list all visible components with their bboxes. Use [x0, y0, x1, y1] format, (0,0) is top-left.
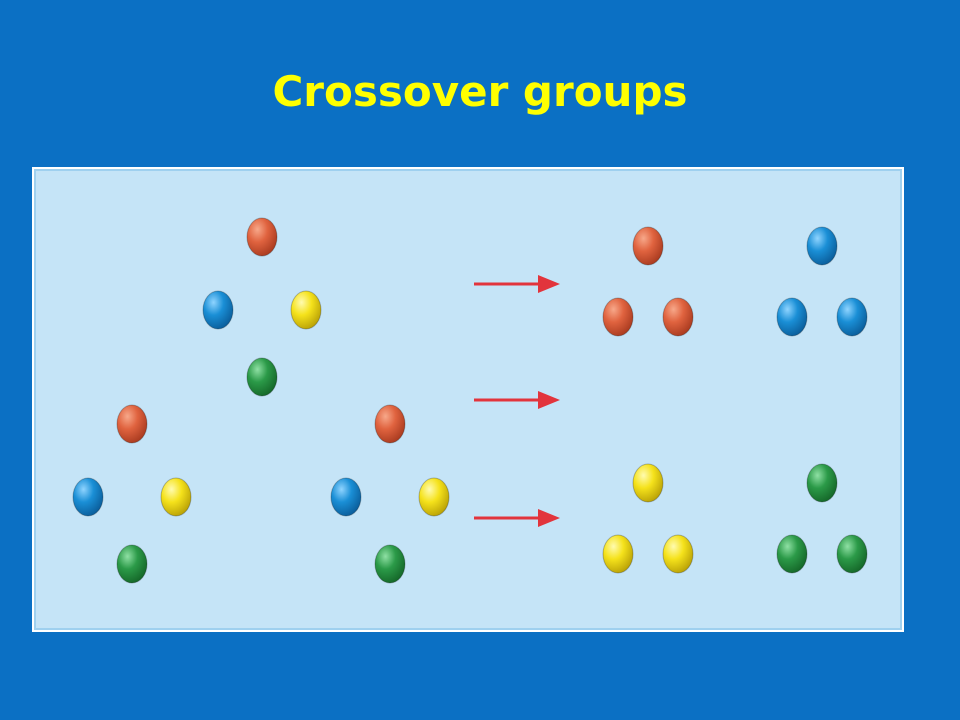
ball-yellow-result-all-yellow — [662, 534, 694, 574]
balls-layer — [72, 217, 868, 584]
slide-title: Crossover groups — [272, 67, 688, 116]
ball-green-result-all-green — [836, 534, 868, 574]
ball-green-source-bottom-right — [374, 544, 406, 584]
ball-blue-result-all-blue — [776, 297, 808, 337]
ball-yellow-source-bottom-left — [160, 477, 192, 517]
ball-green-source-top — [246, 357, 278, 397]
arrow-2 — [474, 391, 560, 409]
ball-blue-result-all-blue — [806, 226, 838, 266]
arrow-1 — [474, 275, 560, 293]
ball-green-source-bottom-left — [116, 544, 148, 584]
ball-yellow-result-all-yellow — [602, 534, 634, 574]
ball-red-source-bottom-left — [116, 404, 148, 444]
ball-yellow-source-bottom-right — [418, 477, 450, 517]
ball-red-source-bottom-right — [374, 404, 406, 444]
ball-blue-source-top — [202, 290, 234, 330]
ball-yellow-result-all-yellow — [632, 463, 664, 503]
ball-red-result-all-red — [602, 297, 634, 337]
arrows-layer — [474, 275, 560, 527]
diagram-panel — [32, 167, 904, 632]
ball-yellow-source-top — [290, 290, 322, 330]
ball-green-result-all-green — [806, 463, 838, 503]
ball-red-source-top — [246, 217, 278, 257]
ball-blue-source-bottom-left — [72, 477, 104, 517]
ball-green-result-all-green — [776, 534, 808, 574]
ball-red-result-all-red — [662, 297, 694, 337]
crossover-diagram — [72, 217, 868, 584]
arrow-3 — [474, 509, 560, 527]
ball-blue-result-all-blue — [836, 297, 868, 337]
ball-red-result-all-red — [632, 226, 664, 266]
ball-blue-source-bottom-right — [330, 477, 362, 517]
